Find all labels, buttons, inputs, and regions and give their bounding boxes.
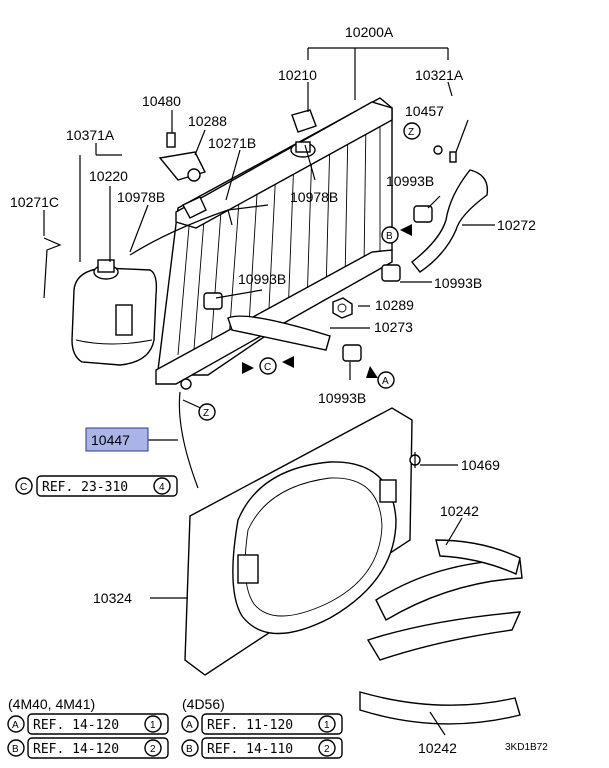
label-10289: 10289	[375, 297, 414, 313]
svg-text:1: 1	[324, 720, 330, 731]
drain-cock	[433, 145, 457, 163]
label-10288: 10288	[188, 113, 227, 129]
ref-c: C REF. 23-310 4	[15, 475, 178, 497]
group1-title: (4M40, 4M41)	[8, 696, 95, 712]
marker-z-bottom: Z	[198, 403, 216, 421]
label-10447[interactable]: 10447	[91, 432, 130, 448]
label-10210: 10210	[278, 67, 317, 83]
bracket-10288	[158, 132, 206, 182]
drain-hose	[178, 391, 199, 489]
svg-text:C: C	[264, 362, 271, 373]
label-10220: 10220	[89, 168, 128, 184]
leader-lines	[43, 47, 495, 736]
label-10457: 10457	[405, 103, 444, 119]
ref-group1-a: A REF. 14-120 1	[7, 713, 169, 735]
label-10993B-c: 10993B	[434, 275, 482, 291]
marker-a-diagram: A	[377, 371, 395, 389]
svg-text:2: 2	[324, 744, 330, 755]
label-10469: 10469	[461, 457, 500, 473]
label-10978B-b: 10978B	[290, 189, 338, 205]
label-10993B-b: 10993B	[238, 271, 286, 287]
ref-group2-b: B REF. 14-110 2	[181, 737, 343, 759]
label-10273: 10273	[374, 319, 413, 335]
marker-b-diagram: B	[381, 226, 399, 244]
marker-c-diagram: C	[259, 357, 277, 375]
svg-text:REF. 14-120: REF. 14-120	[33, 742, 119, 757]
label-10978B-a: 10978B	[117, 189, 165, 205]
label-10371A: 10371A	[66, 127, 115, 143]
marker-z-top: Z	[403, 122, 421, 140]
svg-text:A: A	[382, 376, 389, 387]
svg-text:REF. 14-120: REF. 14-120	[33, 718, 119, 733]
group2-title: (4D56)	[182, 696, 225, 712]
label-10993B-d: 10993B	[318, 390, 366, 406]
fan-guard-lower	[359, 611, 522, 725]
svg-text:B: B	[186, 744, 193, 755]
label-10271B: 10271B	[208, 135, 256, 151]
overflow-hose	[129, 204, 269, 256]
svg-text:A: A	[186, 720, 193, 731]
ref-group1-b: B REF. 14-120 2	[7, 737, 169, 759]
radiator-cap	[291, 109, 317, 133]
ref-c-num: 4	[159, 482, 165, 493]
upper-hose	[411, 169, 489, 273]
lower-hose	[227, 315, 331, 351]
svg-text:B: B	[12, 744, 19, 755]
hose-10271C	[43, 237, 62, 299]
hose-clamps	[203, 205, 433, 362]
reserve-tank	[71, 259, 158, 366]
svg-text:A: A	[12, 720, 19, 731]
label-10321A: 10321A	[415, 67, 464, 83]
highlight-10447	[85, 427, 149, 452]
label-10272: 10272	[497, 217, 536, 233]
diagram-code: 3KD1B72	[505, 742, 548, 753]
svg-text:REF. 11-120: REF. 11-120	[207, 718, 293, 733]
svg-text:C: C	[20, 482, 27, 493]
svg-text:B: B	[386, 231, 393, 242]
ref-group2-a: A REF. 11-120 1	[181, 713, 343, 735]
fan-shroud	[184, 407, 421, 676]
ref-c-text: REF. 23-310	[42, 480, 128, 495]
label-10200A: 10200A	[345, 24, 394, 40]
label-10242-top: 10242	[440, 503, 479, 519]
label-10271C: 10271C	[10, 194, 59, 210]
svg-text:1: 1	[150, 720, 156, 731]
label-10993B-a: 10993B	[386, 173, 434, 189]
fan-guard-upper	[375, 539, 523, 621]
label-10480: 10480	[142, 93, 181, 109]
svg-text:2: 2	[150, 744, 156, 755]
nut-10289	[332, 297, 353, 319]
flow-arrows	[242, 224, 412, 378]
label-10242-bottom: 10242	[418, 740, 457, 756]
svg-text:Z: Z	[203, 408, 209, 419]
svg-text:REF. 14-110: REF. 14-110	[207, 742, 293, 757]
svg-text:Z: Z	[408, 127, 414, 138]
label-10324: 10324	[93, 590, 132, 606]
